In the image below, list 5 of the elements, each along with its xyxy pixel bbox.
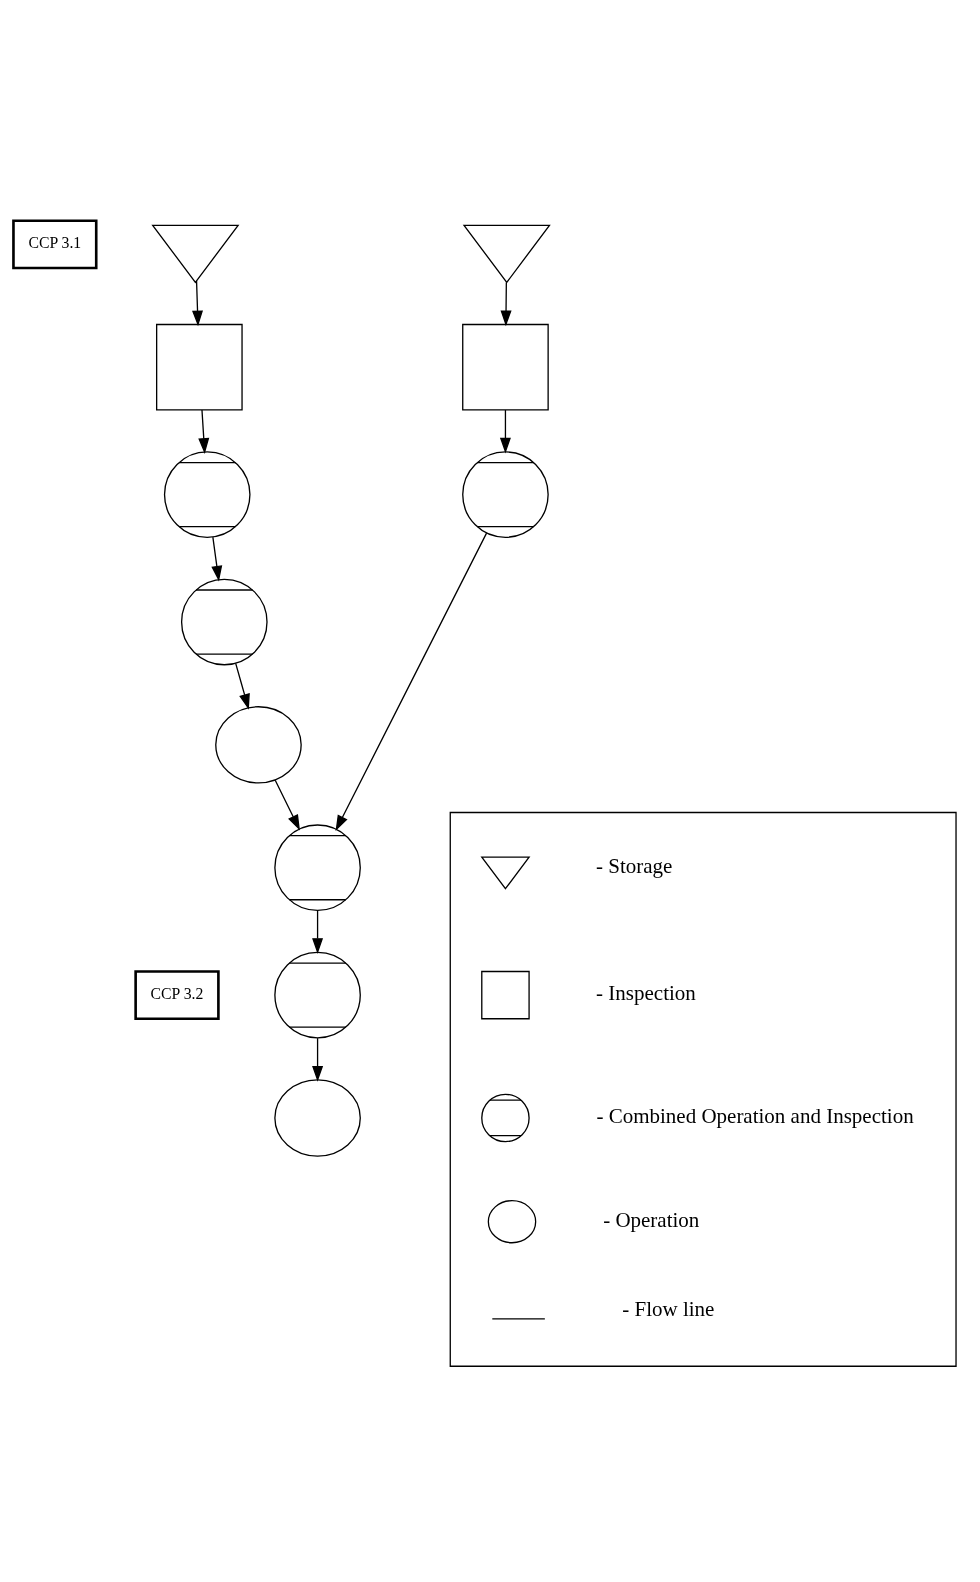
legend-label: - Storage — [595, 853, 673, 878]
legend-label: - Combined Operation and Inspection — [596, 1103, 914, 1128]
legend-label: - Operation — [603, 1207, 700, 1232]
legend-label: - Inspection — [596, 980, 696, 1005]
legend-label: - Flow line — [622, 1296, 715, 1321]
